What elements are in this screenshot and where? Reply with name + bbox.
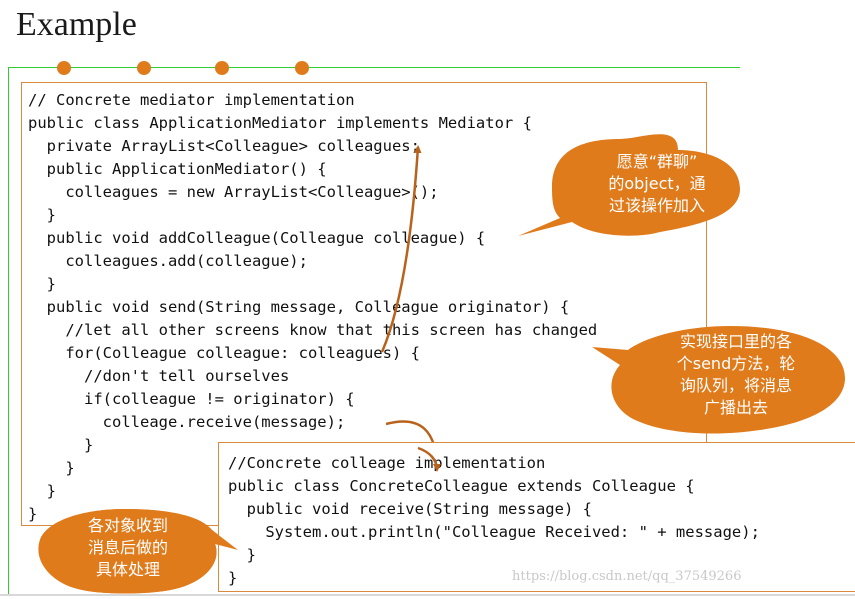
colleague-code: //Concrete colleage implementation public… xyxy=(228,452,760,590)
code-line: //let all other screens know that this s… xyxy=(28,321,598,339)
callout-line: 各对象收到 xyxy=(87,516,168,535)
code-line: } xyxy=(28,206,56,224)
code-line: // Concrete mediator implementation xyxy=(28,91,355,109)
bullet-dot xyxy=(215,61,229,75)
code-line: for(Colleague colleague: colleagues) { xyxy=(28,344,420,362)
bullet-dot xyxy=(57,61,71,75)
code-line: } xyxy=(28,436,94,454)
callout-line: 的object，通 xyxy=(608,174,706,193)
callout-bottom-text: 各对象收到 消息后做的 具体处理 xyxy=(58,515,198,581)
bottom-rule xyxy=(0,594,855,596)
callout-line: 愿意“群聊” xyxy=(616,152,698,171)
code-line: colleagues.add(colleague); xyxy=(28,252,308,270)
code-line: colleagues = new ArrayList<Colleague>(); xyxy=(28,183,439,201)
code-line: public void send(String message, Colleag… xyxy=(28,298,570,316)
left-green-rule xyxy=(8,67,9,595)
callout-line: 实现接口里的各 xyxy=(679,332,792,351)
code-line: } xyxy=(28,459,75,477)
callout-line: 消息后做的 xyxy=(87,538,168,557)
code-line: } xyxy=(28,275,56,293)
callout-line: 广播出去 xyxy=(703,398,768,417)
code-line: colleage.receive(message); xyxy=(28,413,346,431)
code-line: public void addColleague(Colleague colle… xyxy=(28,229,486,247)
watermark: https://blog.csdn.net/qq_37549266 xyxy=(512,569,742,584)
callout-line: 个send方法，轮 xyxy=(676,354,796,373)
callout-line: 具体处理 xyxy=(95,560,160,579)
code-line: } xyxy=(28,505,38,523)
code-line: } xyxy=(28,482,56,500)
callout-top-text: 愿意“群聊” 的object，通 过该操作加入 xyxy=(582,151,732,217)
code-line: //Concrete colleage implementation xyxy=(228,454,546,472)
code-line: System.out.println("Colleague Received: … xyxy=(228,523,760,541)
bullet-dot xyxy=(295,61,309,75)
callout-line: 询队列，将消息 xyxy=(679,376,792,395)
bullet-dot xyxy=(137,61,151,75)
code-line: public class ApplicationMediator impleme… xyxy=(28,114,532,132)
code-line: public class ConcreteColleague extends C… xyxy=(228,477,695,495)
top-green-rule xyxy=(8,67,740,68)
colleague-code-box: //Concrete colleage implementation public… xyxy=(218,442,855,592)
code-line: public void receive(String message) { xyxy=(228,500,592,518)
code-line: if(colleague != originator) { xyxy=(28,390,355,408)
slide-title: Example xyxy=(16,6,137,43)
code-line: private ArrayList<Colleague> colleagues; xyxy=(28,137,420,155)
code-line: } xyxy=(228,546,256,564)
callout-line: 过该操作加入 xyxy=(608,196,705,215)
code-line: //don't tell ourselves xyxy=(28,367,290,385)
callout-middle-text: 实现接口里的各 个send方法，轮 询队列，将消息 广播出去 xyxy=(636,331,836,419)
code-line: public ApplicationMediator() { xyxy=(28,160,327,178)
